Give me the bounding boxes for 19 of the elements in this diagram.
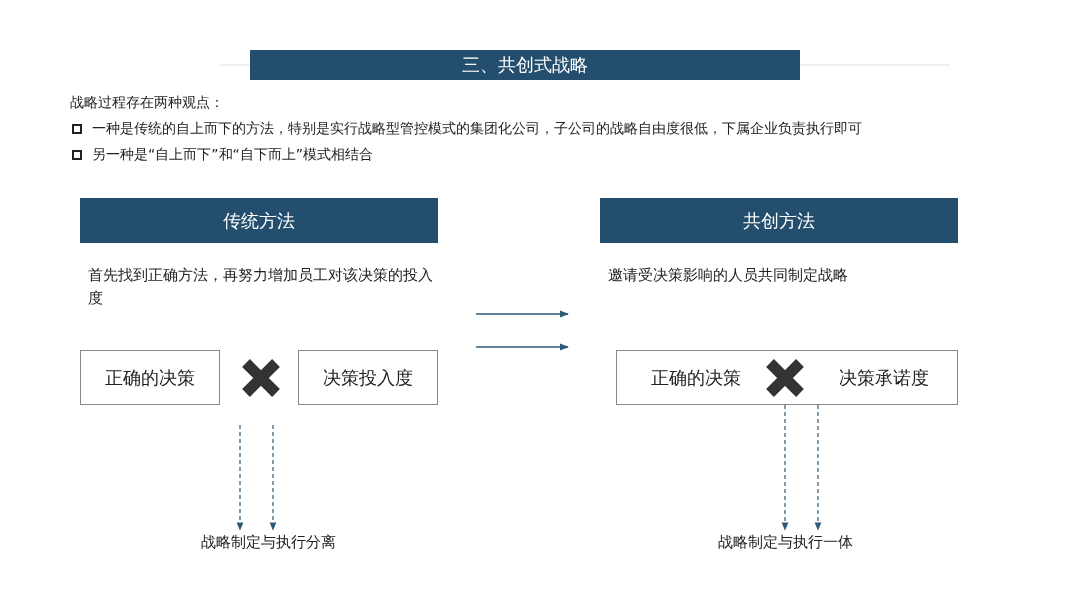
arrow bbox=[236, 424, 244, 531]
header-band: 传统方法 bbox=[80, 198, 438, 243]
text-box bbox=[616, 350, 958, 405]
text-box: 决策投入度 bbox=[298, 350, 438, 405]
box-text: 正确的决策 bbox=[651, 365, 741, 390]
title-banner: 三、共创式战略 bbox=[250, 50, 800, 80]
result-text: 战略制定与执行一体 bbox=[697, 530, 873, 554]
arrow bbox=[269, 424, 277, 531]
header-band: 共创方法 bbox=[600, 198, 958, 243]
note-text: 一种是传统的自上而下的方法，特别是实行战略型管控模式的集团化公司，子公司的战略自由度很低，下属企业负责执行即可 bbox=[92, 120, 862, 138]
result-text: 战略制定与执行分离 bbox=[178, 530, 358, 554]
text-box: 正确的决策 bbox=[80, 350, 220, 405]
box-text: 决策承诺度 bbox=[839, 365, 929, 390]
note-text: 首先找到正确方法，再努力增加员工对该决策的投入度 bbox=[88, 265, 433, 309]
note-text: 另一种是“自上而下”和“自下而上”模式相结合 bbox=[92, 146, 373, 164]
arrow bbox=[814, 404, 822, 531]
note-text: 邀请受决策影响的人员共同制定战略 bbox=[608, 266, 849, 285]
note-text: 战略过程存在两种观点： bbox=[70, 94, 224, 112]
arrow bbox=[781, 404, 789, 531]
